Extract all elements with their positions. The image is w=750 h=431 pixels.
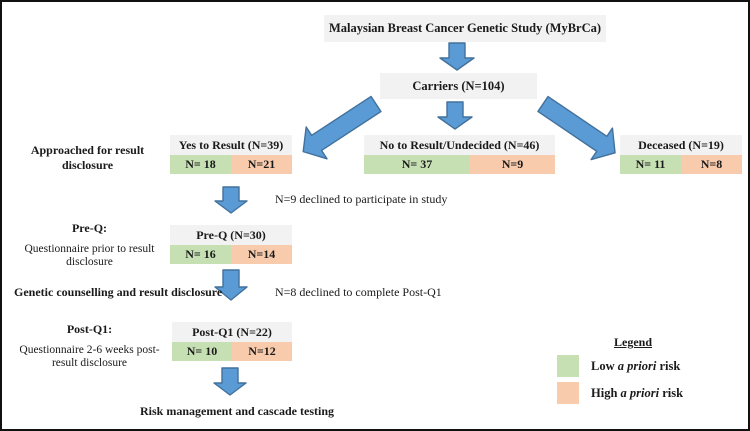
carriers-box: Carriers (N=104) bbox=[380, 73, 537, 99]
note-declined-postq1: N=8 declined to complete Post-Q1 bbox=[275, 285, 442, 299]
pre-q-box: Pre-Q (N=30) N= 16 N=14 bbox=[170, 225, 292, 264]
branch-yes-cells: N= 18 N=21 bbox=[170, 155, 292, 174]
legend-text: Low bbox=[591, 358, 618, 373]
post-q-cells: N= 10 N=12 bbox=[172, 342, 292, 361]
branch-deceased-cells: N= 11 N=8 bbox=[620, 155, 742, 174]
branch-yes-header: Yes to Result (N=39) bbox=[170, 135, 292, 155]
pre-q-title: Pre-Q: bbox=[71, 221, 108, 235]
study-title: Malaysian Breast Cancer Genetic Study (M… bbox=[328, 21, 602, 35]
arrow-down-icon bbox=[437, 101, 473, 130]
low-risk-swatch bbox=[557, 355, 579, 377]
legend-item-low-risk: Low a priori risk bbox=[557, 355, 680, 377]
branch-deceased: Deceased (N=19) N= 11 N=8 bbox=[620, 135, 742, 174]
arrow-down-icon bbox=[213, 367, 247, 396]
branch-no-to-result: No to Result/Undecided (N=46) N= 37 N=9 bbox=[364, 135, 555, 174]
branch-yes-to-result: Yes to Result (N=39) N= 18 N=21 bbox=[170, 135, 292, 174]
carriers-label: Carriers (N=104) bbox=[412, 78, 505, 93]
high-risk-count: N=12 bbox=[232, 342, 292, 361]
branch-deceased-header: Deceased (N=19) bbox=[620, 135, 742, 155]
pre-q-cells: N= 16 N=14 bbox=[170, 245, 292, 264]
counselling-label: Genetic counselling and result disclosur… bbox=[14, 285, 223, 299]
legend-text-italic: a priori bbox=[620, 385, 660, 400]
legend-text: risk bbox=[656, 358, 681, 373]
post-q-box: Post-Q1 (N=22) N= 10 N=12 bbox=[172, 322, 292, 361]
post-q-description: Questionnaire 2-6 weeks post-result disc… bbox=[19, 344, 160, 369]
pre-q-header: Pre-Q (N=30) bbox=[170, 225, 292, 245]
low-risk-count: N= 18 bbox=[170, 155, 231, 174]
high-risk-swatch bbox=[557, 382, 579, 404]
low-risk-count: N= 37 bbox=[364, 155, 470, 174]
outcome-label: Risk management and cascade testing bbox=[140, 404, 334, 418]
post-q-header: Post-Q1 (N=22) bbox=[172, 322, 292, 342]
legend-text: High bbox=[591, 385, 621, 400]
arrow-down-icon bbox=[439, 42, 475, 71]
study-title-box: Malaysian Breast Cancer Genetic Study (M… bbox=[324, 15, 606, 42]
pre-q-side-label: Pre-Q: Questionnaire prior to result dis… bbox=[12, 221, 167, 269]
legend-title: Legend bbox=[613, 335, 652, 349]
legend-text-italic: a priori bbox=[617, 358, 657, 373]
legend-text: risk bbox=[659, 385, 684, 400]
low-risk-label: Low a priori risk bbox=[591, 359, 680, 374]
low-risk-count: N= 10 bbox=[172, 342, 232, 361]
low-risk-count: N= 11 bbox=[620, 155, 681, 174]
high-risk-count: N=14 bbox=[231, 245, 292, 264]
high-risk-count: N=9 bbox=[470, 155, 555, 174]
branch-no-header: No to Result/Undecided (N=46) bbox=[364, 135, 555, 155]
post-q-title: Post-Q1: bbox=[66, 322, 113, 336]
high-risk-label: High a priori risk bbox=[591, 386, 683, 401]
low-risk-count: N= 16 bbox=[170, 245, 231, 264]
high-risk-count: N=8 bbox=[681, 155, 742, 174]
legend-item-high-risk: High a priori risk bbox=[557, 382, 683, 404]
note-declined-study: N=9 declined to participate in study bbox=[275, 192, 448, 206]
branch-no-cells: N= 37 N=9 bbox=[364, 155, 555, 174]
pre-q-description: Questionnaire prior to result disclosure bbox=[24, 243, 155, 268]
approached-label: Approached for result disclosure bbox=[30, 143, 145, 172]
high-risk-count: N=21 bbox=[231, 155, 292, 174]
post-q-side-label: Post-Q1: Questionnaire 2-6 weeks post-re… bbox=[12, 322, 167, 370]
arrow-down-icon bbox=[214, 186, 248, 214]
